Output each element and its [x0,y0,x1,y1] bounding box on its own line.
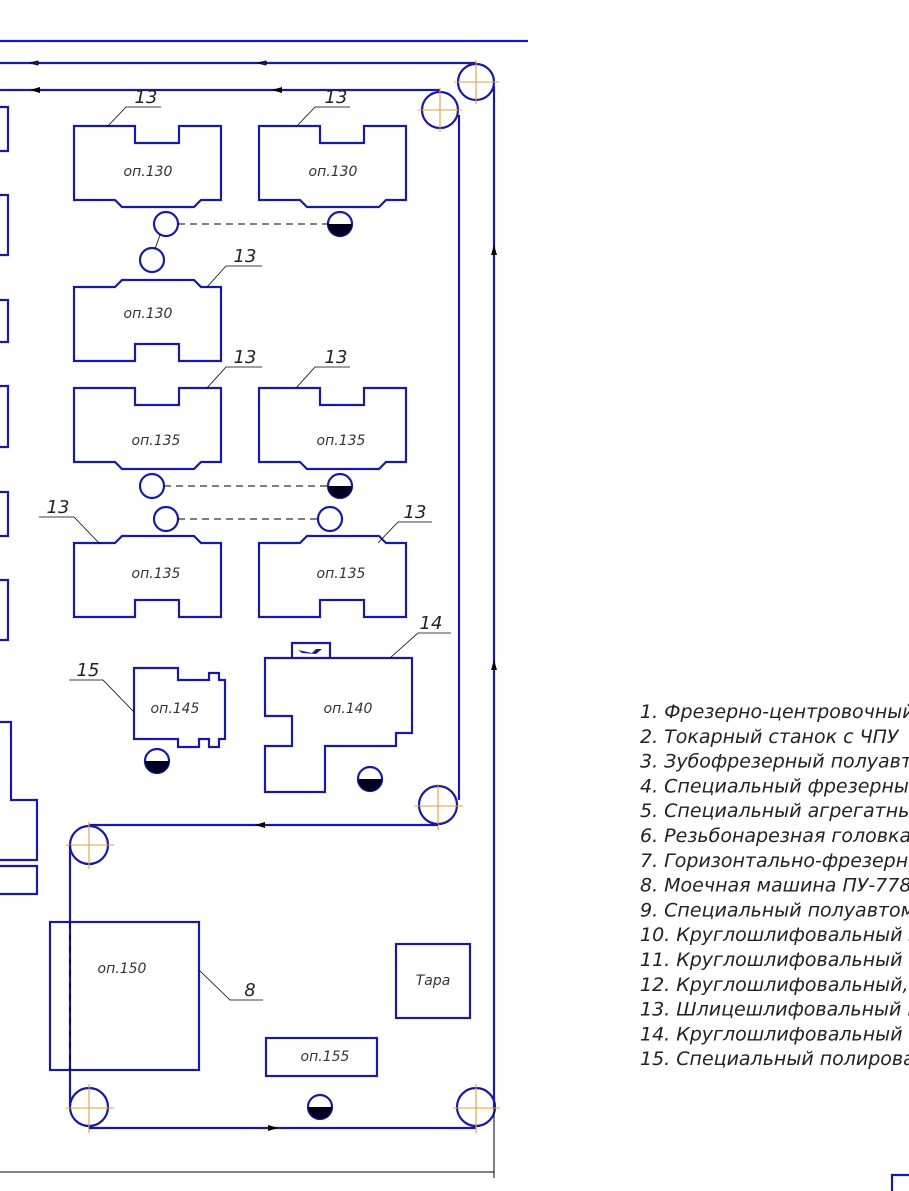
machine-op135-b [257,386,408,471]
conveyor-outer [0,60,499,1109]
leader-line [295,366,350,389]
op-label-st-130c: оп.130 [124,306,173,322]
op-label-st-135d: оп.135 [317,566,366,582]
callout-number: 13 [325,87,348,108]
callout-number: 8 [244,980,255,1001]
callout-number: 13 [404,502,427,523]
op-label-st-135c: оп.135 [132,566,181,582]
leader-line [39,516,101,545]
op-label-st-145: оп.145 [151,701,200,717]
machine-op135-a [72,386,223,471]
op-label-st-140: оп.140 [324,701,373,717]
legend-item-7: 7. Горизонтально-фрезерны [640,850,909,872]
callouts-static [69,632,451,1001]
legend-item-10: 10. Круглошлифовальный 3- [640,924,909,946]
machine-op130-b [257,124,408,209]
tara-box [394,942,472,1020]
machine-op130-c [72,278,223,363]
leader-line [377,521,432,544]
callout-number: 13 [234,347,257,368]
machine-op130-a [72,124,223,209]
legend-item-4: 4. Специальный фрезерный [640,775,909,797]
legend-item-12: 12. Круглошлифовальный, м [640,974,909,996]
leader-line [106,106,161,128]
callout-number: 13 [47,497,70,518]
legend-item-13: 13. Шлицешлифовальный пол [640,999,909,1021]
callout-number: 13 [135,87,158,108]
leader-line [206,265,262,288]
op-label-st-135b: оп.135 [317,433,366,449]
legend-item-9: 9. Специальный полуавтома [640,899,909,921]
machine-op140 [263,656,414,794]
leader-line [295,106,350,128]
machine-op135-c [72,534,223,619]
callout-number: 14 [420,613,443,634]
legend-item-3: 3. Зубофрезерный полуавто [640,751,909,773]
op-label-st-130a: оп.130 [124,164,173,180]
legend-item-5: 5. Специальный агрегатный [640,800,909,822]
legend-item-1: 1. Фрезерно-центровочный [640,701,909,723]
title-block-corner [890,1173,909,1191]
leader-line [206,366,262,389]
machine-op135-d [257,534,408,619]
callout-number: 15 [77,660,100,681]
legend-item-8: 8. Моечная машина ПУ-778 [640,875,909,897]
legend-item-11: 11. Круглошлифовальный ав [640,949,909,971]
op-label-tara: Тара [416,973,451,989]
callout-number: 13 [234,246,257,267]
op-label-st-150: оп.150 [98,961,147,977]
legend-item-15: 15. Специальный полировал [640,1048,909,1070]
legend-item-6: 6. Резьбонарезная головка [640,825,909,847]
machine-op150 [48,920,201,1072]
callout-number: 13 [325,347,348,368]
left-edge-machines [0,105,39,896]
op-label-st-155: оп.155 [301,1049,350,1065]
worker-positions [138,210,384,1121]
machine-op155 [264,1036,379,1078]
legend-item-2: 2. Токарный станок с ЧПУ [640,726,900,748]
op-label-st-135a: оп.135 [132,433,181,449]
legend-item-14: 14. Круглошлифовальный по [640,1023,909,1045]
machine-op145 [132,666,227,749]
op-label-st-130b: оп.130 [309,164,358,180]
